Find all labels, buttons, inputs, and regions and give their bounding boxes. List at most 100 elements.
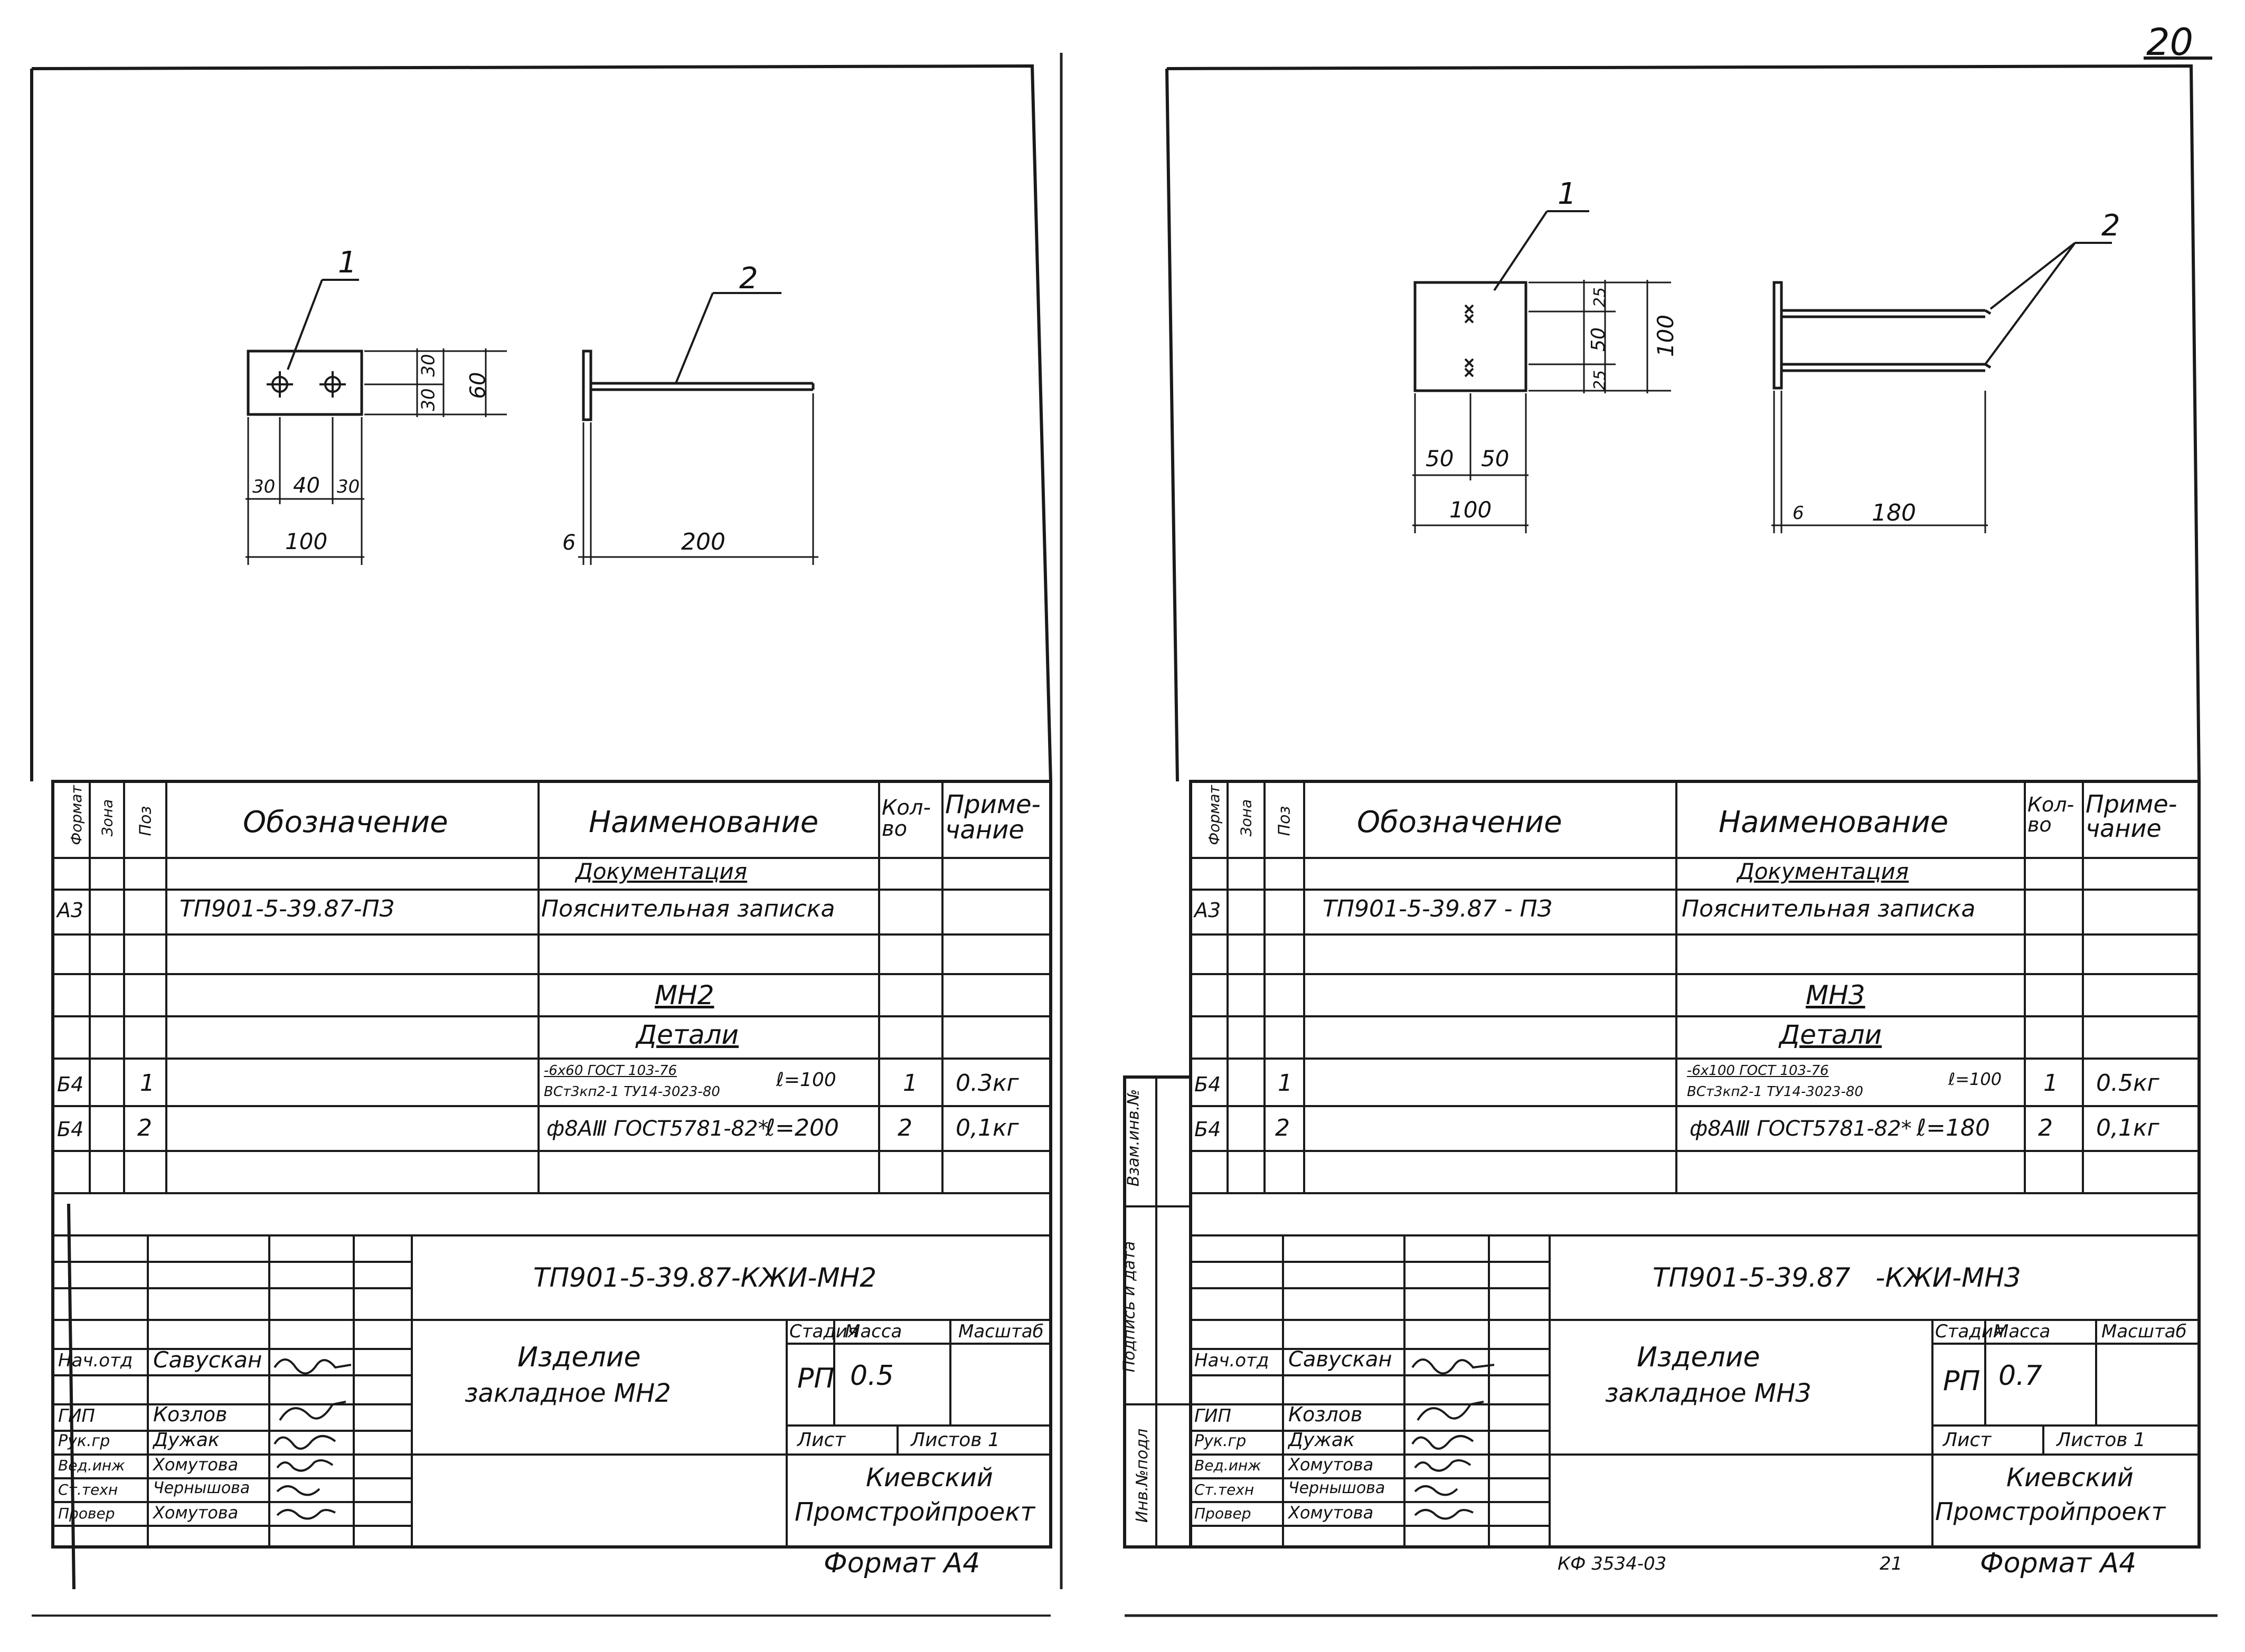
right-hdr-qty: Кол-во [2027,793,2074,836]
right-kf-num: 21 [1880,1553,1903,1574]
left-name-2: Дужак [153,1429,220,1451]
right-name-1: Козлов [1288,1403,1363,1426]
right-det1-format: Б4 [1194,1073,1221,1096]
right-mass: 0.7 [1998,1360,2042,1392]
right-name-5: Хомутова [1288,1503,1374,1523]
right-hdr-note: Приме-чание [2086,790,2177,843]
right-dim-h25a: 25 [1591,287,1610,308]
left-role-5: Провер [58,1505,115,1522]
right-role-2: Рук.гр [1194,1432,1247,1450]
left-name-1: Козлов [153,1403,228,1426]
left-role-3: Вед.инж [58,1457,125,1474]
left-det2-pos: 2 [137,1115,152,1141]
right-name-4: Чернышова [1288,1479,1385,1497]
right-role-5: Провер [1194,1505,1251,1522]
right-stage: РП [1943,1365,1980,1397]
left-hdr-name: Наименование [589,805,819,839]
left-row1-name: Пояснительная записка [541,895,835,922]
right-role-1: ГИП [1194,1405,1231,1427]
right-stage-label: Стадия [1935,1321,2004,1342]
right-part2-label: 2 [2101,209,2120,243]
right-sheets-label: Листов 1 [2057,1429,2146,1451]
right-det2-note: 0,1кг [2096,1115,2159,1141]
left-mass: 0.5 [850,1360,894,1392]
right-kf-code: КФ 3534-03 [1558,1553,1667,1574]
right-row1-name: Пояснительная записка [1682,895,1976,922]
left-role-2: Рук.гр [58,1432,110,1450]
right-mass-label: Масса [1993,1321,2051,1342]
right-role-4: Ст.техн [1194,1481,1254,1498]
right-hdr-zone: Зона [1237,799,1255,837]
left-sheet-label: Лист [797,1429,846,1451]
left-part1-label: 1 [338,246,357,280]
right-section-docs: Документация [1737,858,1909,884]
left-name-3: Хомутова [153,1455,239,1475]
right-title-line2: закладное МН3 [1605,1379,1812,1408]
left-role-0: Нач.отд [58,1350,133,1371]
right-name-3: Хомутова [1288,1455,1374,1475]
left-name-5: Хомутова [153,1503,239,1523]
left-hdr-note: Приме-чание [945,790,1041,845]
left-part2-label: 2 [739,261,758,296]
left-section-docs: Документация [576,858,748,884]
right-scale-label: Масштаб [2101,1321,2187,1342]
left-det2-qty: 2 [898,1115,912,1141]
right-det1-note: 0.5кг [2096,1070,2159,1097]
anchor-view-mn3 [1772,242,2112,390]
right-dim-h25b: 25 [1591,370,1610,391]
left-format-note: Формат А4 [824,1547,980,1579]
left-mass-label: Масса [845,1321,902,1342]
right-dim-w50a: 50 [1426,446,1454,471]
right-product: МН3 [1806,980,1865,1011]
left-dim-w100: 100 [285,528,328,554]
right-dim-h50: 50 [1587,327,1609,352]
left-hdr-qty: Кол-во [882,796,931,841]
left-role-1: ГИП [58,1405,95,1427]
left-role-4: Ст.техн [58,1481,118,1498]
right-det2-qty: 2 [2038,1115,2053,1141]
right-role-3: Вед.инж [1194,1457,1261,1474]
left-name-4: Чернышова [153,1479,250,1497]
left-org-line2: Промстройпроект [795,1497,1035,1527]
left-doc-code: ТП901-5-39.87-КЖИ-МН2 [533,1262,876,1293]
right-det2-format: Б4 [1194,1118,1221,1141]
page-number: 20 [2146,21,2194,64]
right-format-note: Формат А4 [1980,1547,2137,1579]
left-title-line2: закладное МН2 [465,1379,671,1408]
right-det2-length: ℓ=180 [1917,1115,1991,1141]
right-title-line1: Изделие [1637,1342,1760,1373]
left-row1-format: А3 [57,899,84,922]
right-org-line2: Промстройпроект [1935,1497,2166,1526]
left-section-details: Детали [636,1019,739,1050]
right-dim-thick: 6 [1793,503,1804,524]
right-det1-qty: 1 [2043,1070,2058,1097]
right-det1-length: ℓ=100 [1948,1069,2002,1089]
left-dim-w30b: 30 [337,476,360,497]
left-product: МН2 [655,980,714,1011]
right-org-line1: Киевский [2006,1463,2134,1493]
plate-view-mn2 [247,279,363,416]
right-dim-w100: 100 [1449,497,1492,523]
plate-view-mn3 [1413,210,1589,392]
left-det1-name-bottom: ВСт3кп2-1 ТУ14-3023-80 [544,1084,720,1100]
left-det2-length: ℓ=200 [766,1115,839,1141]
right-doc-code: ТП901-5-39.87 -КЖИ-МН3 [1653,1262,2021,1293]
right-role-0: Нач.отд [1194,1350,1269,1371]
right-row1-designation: ТП901-5-39.87 - ПЗ [1323,895,1552,922]
left-det1-name-top: -6х60 ГОСТ 103-76 [544,1063,677,1079]
right-sheet-label: Лист [1943,1429,1992,1451]
left-det2-name-top: ф8АⅢ ГОСТ5781-82* [546,1117,769,1141]
left-title-line1: Изделие [517,1342,641,1373]
right-section-details: Детали [1779,1019,1882,1050]
side-stamp-sign: Подпись и дата [1120,1241,1139,1373]
left-stage-label: Стадия [789,1321,859,1342]
left-dim-w40: 40 [293,474,320,498]
left-hdr-designation: Обозначение [243,805,448,839]
right-det1-pos: 1 [1278,1070,1293,1097]
left-name-0: Савускан [153,1347,262,1373]
left-scale-label: Масштаб [958,1321,1044,1342]
anchor-view-mn2 [582,292,815,421]
